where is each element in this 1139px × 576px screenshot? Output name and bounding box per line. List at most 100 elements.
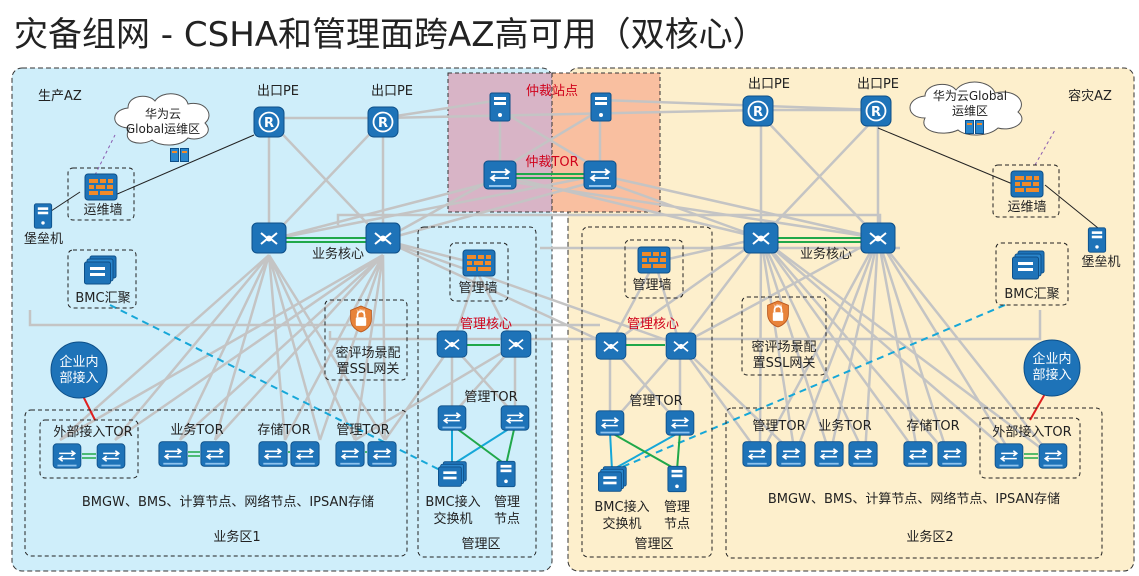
group-biz-area-right: [725, 407, 1103, 559]
biz-tor-icon: [814, 440, 844, 468]
biz-area-label-left: 业务区1: [213, 529, 260, 545]
text-line: 节点: [664, 517, 690, 532]
ssl-label-right: 密评场景配置SSL网关: [751, 339, 816, 371]
text-line: 置SSL网关: [337, 362, 400, 377]
mgmt-node-label-right: 管理节点: [664, 500, 690, 532]
text-line: 置SSL网关: [753, 356, 816, 371]
group-mgmt-area-left: [417, 226, 537, 558]
group-mgmt-fw-left: [449, 242, 509, 302]
mgmt-tor2-icon: [335, 440, 365, 468]
text-line: 密评场景配: [335, 345, 400, 361]
ext-tor-icon: [96, 443, 126, 469]
mgmt-tor2-icon: [776, 440, 806, 468]
group-biz-area-left: [24, 409, 408, 557]
storage-tor-icon: [258, 440, 288, 468]
text-line: 部接入: [1032, 367, 1071, 383]
group-ext-tor-left: [39, 419, 139, 479]
mgmt-tor-label-left: 管理TOR: [464, 390, 517, 405]
ops-firewall-icon: [1010, 170, 1044, 198]
bmc-switch-label-left: BMC接入交换机: [425, 494, 480, 527]
text-line: 运维区: [952, 104, 988, 118]
nodes-label-left: BMGW、BMS、计算节点、网络节点、IPSAN存储: [82, 494, 374, 510]
group-ext-tor-right: [979, 417, 1081, 479]
arbitration-site-label: 仲裁站点: [526, 83, 578, 99]
ops-firewall-icon: [84, 173, 118, 201]
text-line: BMC接入: [425, 494, 480, 510]
text-line: 部接入: [59, 370, 98, 386]
mgmt-fw-label-right: 管理墙: [632, 278, 671, 293]
enterprise-access-left: [50, 341, 108, 399]
biz-core-switch-icon: [743, 222, 779, 254]
router-icon: [742, 95, 774, 127]
text-line: 企业内: [59, 354, 98, 370]
mgmt-tor-icon: [665, 410, 695, 436]
text-line: Global运维区: [126, 122, 200, 136]
mgmt-core-label-right: 管理核心: [627, 317, 679, 332]
mgmt-cyan-links: [451, 424, 681, 471]
mgmt-core-label-left: 管理核心: [460, 317, 512, 332]
group-ssl-left: [324, 299, 408, 381]
pe-label-left-1: 出口PE: [257, 84, 299, 99]
biz-core-label-left: 业务核心: [312, 246, 364, 262]
bastion-label-right: 堡垒机: [1081, 254, 1120, 270]
mgmt-core-switch-icon: [436, 330, 468, 358]
mgmt-tor2-label-left: 管理TOR: [336, 423, 389, 438]
mgmt-area-label-left: 管理区: [461, 537, 500, 552]
biz-area-label-right: 业务区2: [906, 529, 953, 545]
pe-label-right-1: 出口PE: [748, 77, 790, 92]
group-mgmt-fw-right: [624, 239, 684, 299]
storage-tor-icon: [937, 440, 967, 468]
text-line: 交换机: [602, 516, 641, 532]
text-line: BMC接入: [594, 499, 649, 515]
cloud-links: [94, 129, 1056, 176]
mgmt-firewall-icon: [637, 246, 671, 274]
mgmt-green-links: [284, 173, 862, 471]
storage-tor-label-left: 存储TOR: [257, 423, 310, 438]
arbitration-tor-icon: [583, 160, 617, 190]
group-ssl-right: [741, 296, 827, 376]
mgmt-tor-icon: [500, 405, 530, 431]
storage-tor-icon: [290, 440, 320, 468]
biz-tor-label-right: 业务TOR: [818, 418, 871, 434]
mgmt-firewall-icon: [462, 249, 496, 277]
dr-az-zone: [567, 67, 1135, 572]
biz-core-label-right: 业务核心: [800, 246, 852, 262]
biz-core-switch-icon: [251, 222, 287, 254]
group-ops-fw-left: [67, 167, 135, 221]
storage-tor-label-right: 存储TOR: [906, 419, 959, 434]
group-mgmt-area-right: [581, 226, 713, 558]
pe-label-right-2: 出口PE: [857, 77, 899, 92]
mgmt-tor2-icon: [742, 440, 772, 468]
dr-az-label: 容灾AZ: [1068, 88, 1112, 104]
mgmt-area-label-right: 管理区: [634, 537, 673, 552]
biz-tor-icon: [848, 440, 878, 468]
storage-tor-icon: [903, 440, 933, 468]
enterprise-label-left: 企业内部接入: [59, 354, 98, 386]
ops-firewall-label-right: 运维墙: [1007, 200, 1046, 215]
vpn-gateway-icon: [349, 305, 373, 333]
ext-tor-label-right: 外部接入TOR: [992, 424, 1071, 440]
mgmt-tor-icon: [437, 405, 467, 431]
biz-tor-icon: [158, 440, 188, 468]
biz-core-switch-icon: [365, 222, 401, 254]
bmc-agg-label-right: BMC汇聚: [1004, 287, 1059, 302]
group-ops-fw-right: [992, 164, 1060, 218]
mgmt-tor-icon: [595, 410, 625, 436]
production-az-label: 生产AZ: [38, 89, 82, 104]
arbitration-tor-icon: [483, 160, 517, 190]
text-line: 交换机: [433, 511, 472, 527]
bmc-switch-icon: [598, 466, 627, 492]
text-line: 密评场景配: [751, 339, 816, 355]
text-line: 管理: [664, 500, 690, 515]
mgmt-tor2-icon: [367, 440, 397, 468]
router-icon: [253, 106, 285, 138]
biz-tor-label-left: 业务TOR: [170, 422, 223, 438]
mgmt-core-switch-icon: [665, 332, 697, 360]
mgmt-fw-label-left: 管理墙: [458, 281, 497, 296]
arbitration-server-icon: [590, 92, 612, 122]
bastion-icon: [1087, 227, 1107, 253]
nodes-label-right: BMGW、BMS、计算节点、网络节点、IPSAN存储: [768, 491, 1060, 507]
